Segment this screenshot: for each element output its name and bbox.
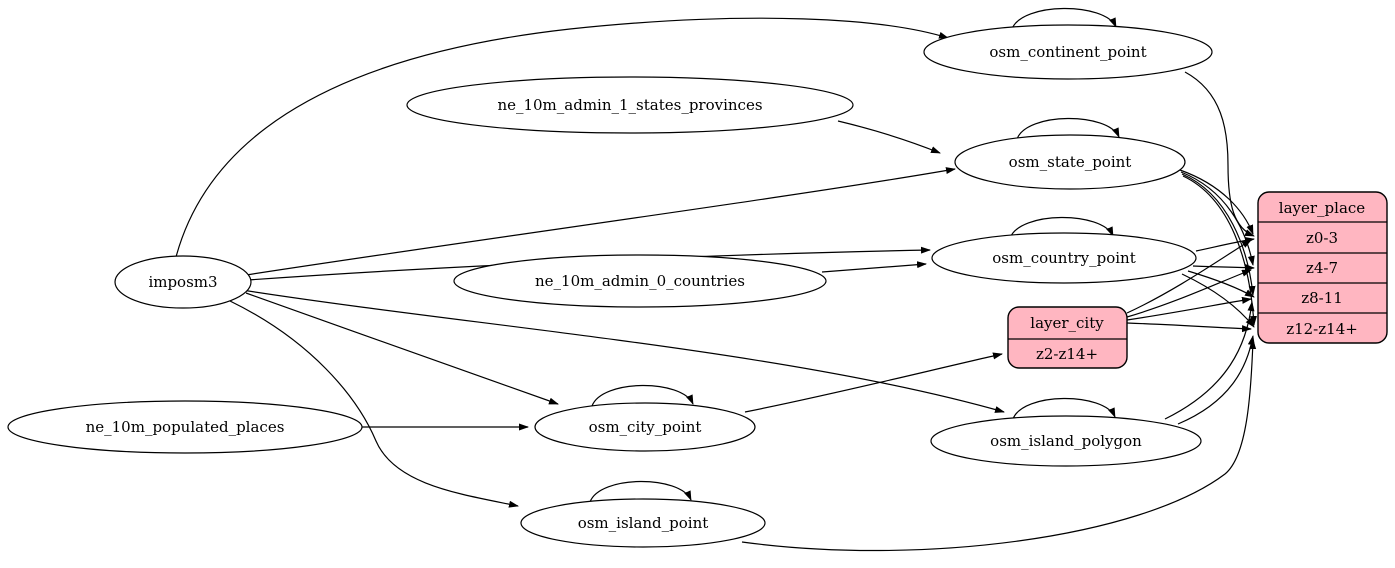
- edge-imposm3-to-osm_city_point: [245, 292, 559, 405]
- record-layer_city-box: [1007, 306, 1128, 369]
- node-osm_island_polygon-shape: [930, 415, 1202, 467]
- node-osm_continent_point-shape: [923, 24, 1213, 80]
- edge-ne_10m_admin_0_countries-to-osm_country_point: [821, 261, 927, 273]
- edges: [175, 7, 1257, 552]
- node-osm_continent_point-label: osm_continent_point: [989, 43, 1146, 61]
- edge-layer_city-to-layer_place-z4-7: [1126, 269, 1252, 318]
- edge-layer_city-to-layer_place-z0-3: [1126, 239, 1252, 314]
- edge-osm_island_point-to-layer_place-z12: [741, 339, 1257, 552]
- node-ne_10m_admin_1_states_provinces: ne_10m_admin_1_states_provinces: [406, 76, 854, 134]
- self-loop-osm_state_point: [1016, 117, 1120, 140]
- edge-ne_10m_admin_1_states_provinces-to-osm_state_point: [837, 120, 941, 154]
- node-osm_island_polygon: osm_island_polygon: [930, 415, 1202, 467]
- node-osm_island_polygon-label: osm_island_polygon: [990, 432, 1142, 450]
- record-layer_place-title: layer_place: [1279, 199, 1366, 217]
- self-loop-osm_island_polygon: [1012, 397, 1116, 420]
- record-layer_place-row-z8-11: z8-11: [1301, 289, 1343, 307]
- edge-osm_country_point-to-layer_place-z4-7: [1192, 264, 1255, 272]
- node-osm_island_point: osm_island_point: [520, 498, 766, 548]
- node-ne_10m_admin_0_countries-label: ne_10m_admin_0_countries: [535, 272, 745, 290]
- node-osm_state_point-label: osm_state_point: [1009, 153, 1132, 171]
- edge-osm_country_point-to-layer_place-z8-11: [1187, 270, 1255, 298]
- node-osm_country_point-shape: [931, 232, 1197, 284]
- record-layer_city: layer_city z2-z14+: [1007, 306, 1128, 369]
- record-layer_place: layer_place z0-3 z4-7 z8-11 z12-z14+: [1257, 191, 1388, 344]
- record-layer_place-row-z12-z14: z12-z14+: [1286, 320, 1358, 338]
- edge-imposm3-to-osm_continent_point: [175, 17, 949, 258]
- record-layer_place-row-z0-3: z0-3: [1306, 229, 1338, 247]
- self-loop-osm_city_point: [591, 384, 694, 407]
- edge-imposm3-to-osm_island_point: [229, 300, 519, 508]
- edge-osm_country_point-to-layer_place-z0-3: [1195, 236, 1255, 252]
- self-loop-osm_country_point: [1009, 216, 1114, 239]
- node-osm_island_point-label: osm_island_point: [578, 514, 709, 532]
- edge-osm_continent_point-to-layer_place-z0-3: [1184, 71, 1255, 237]
- node-osm_continent_point: osm_continent_point: [923, 24, 1213, 80]
- node-ne_10m_populated_places-shape: [7, 400, 363, 454]
- node-osm_state_point-shape: [954, 134, 1186, 190]
- self-loop-osm_continent_point: [1011, 7, 1117, 30]
- node-osm_city_point-label: osm_city_point: [589, 418, 702, 436]
- edge-osm_state_point-to-layer_place-z4-7: [1180, 171, 1255, 266]
- node-osm_island_point-shape: [520, 498, 766, 548]
- record-layer_place-row-z4-7: z4-7: [1306, 259, 1338, 277]
- node-osm_city_point-shape: [534, 402, 756, 452]
- node-ne_10m_admin_1_states_provinces-label: ne_10m_admin_1_states_provinces: [497, 96, 762, 114]
- nodes: imposm3 ne_10m_populated_places ne_10m_a…: [7, 24, 1213, 548]
- edge-imposm3-to-osm_state_point: [245, 167, 956, 276]
- record-layer_city-title: layer_city: [1030, 314, 1104, 332]
- node-osm_state_point: osm_state_point: [954, 134, 1186, 190]
- node-ne_10m_populated_places-label: ne_10m_populated_places: [86, 418, 285, 436]
- edge-osm_island_polygon-to-layer_place-z8-11: [1164, 301, 1255, 420]
- self-loop-osm_island_point: [589, 480, 692, 503]
- node-osm_country_point: osm_country_point: [931, 232, 1197, 284]
- node-ne_10m_populated_places: ne_10m_populated_places: [7, 400, 363, 454]
- node-ne_10m_admin_0_countries: ne_10m_admin_0_countries: [453, 254, 827, 308]
- node-ne_10m_admin_0_countries-shape: [453, 254, 827, 308]
- node-osm_country_point-label: osm_country_point: [992, 249, 1136, 267]
- record-layer_city-row-z2-z14: z2-z14+: [1036, 345, 1098, 363]
- node-osm_city_point: osm_city_point: [534, 402, 756, 452]
- node-imposm3-shape: [114, 255, 252, 309]
- edge-layer_city-to-layer_place-z12: [1126, 322, 1252, 333]
- edge-layer_city-to-layer_place-z8-11: [1126, 296, 1252, 321]
- edge-osm_island_polygon-to-layer_place-z12: [1177, 335, 1255, 425]
- node-ne_10m_admin_1_states_provinces-shape: [406, 76, 854, 134]
- edge-osm_state_point-to-layer_place-z0-3: [1179, 169, 1254, 235]
- edge-imposm3-to-osm_island_polygon: [241, 289, 1005, 413]
- edge-osm_city_point-to-layer_city-z2: [744, 352, 1003, 413]
- edge-osm_state_point-to-layer_place-z8-11: [1181, 173, 1256, 296]
- record-layer_place-box: [1257, 191, 1388, 344]
- node-imposm3-label: imposm3: [148, 273, 217, 291]
- node-imposm3: imposm3: [114, 255, 252, 309]
